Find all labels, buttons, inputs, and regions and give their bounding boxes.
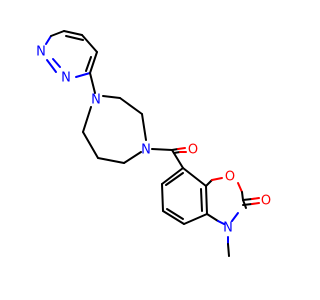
bond xyxy=(205,179,213,187)
atom-label-n: N xyxy=(91,93,101,108)
atom-label-n: N xyxy=(223,221,233,236)
bond xyxy=(50,30,65,37)
bond xyxy=(89,72,96,94)
bond xyxy=(123,151,142,164)
bond xyxy=(119,97,143,115)
bond xyxy=(82,131,99,159)
bond xyxy=(165,172,184,186)
bond xyxy=(227,243,230,257)
bond xyxy=(161,183,164,212)
bond xyxy=(102,95,121,99)
molecule-structure: N N N N O O O N xyxy=(36,30,271,257)
atom-labels: N N N N O O O N xyxy=(36,45,271,236)
bond xyxy=(200,188,203,212)
atom-label-n: N xyxy=(61,71,71,86)
bond xyxy=(75,72,91,78)
bond xyxy=(52,58,61,68)
bond xyxy=(182,167,207,187)
bond xyxy=(251,202,260,205)
bond xyxy=(217,220,225,225)
bond xyxy=(251,197,260,200)
bond xyxy=(173,151,181,154)
bond xyxy=(81,34,98,53)
bond xyxy=(205,185,208,215)
atom-label-o: O xyxy=(261,194,271,209)
bond xyxy=(206,213,219,222)
atom-label-n: N xyxy=(141,143,151,158)
bond xyxy=(45,35,52,45)
bond xyxy=(171,149,184,169)
bond xyxy=(46,59,57,73)
atom-label-o: O xyxy=(188,143,198,158)
bond xyxy=(237,182,243,193)
bond xyxy=(141,113,147,141)
bond xyxy=(177,147,186,150)
bond xyxy=(63,30,83,36)
bond xyxy=(231,212,239,222)
bond xyxy=(242,203,253,206)
bond xyxy=(89,51,98,74)
bond xyxy=(97,157,125,164)
bond xyxy=(166,208,184,220)
bond xyxy=(85,56,92,72)
bonds xyxy=(45,30,260,257)
bond xyxy=(161,167,184,185)
atom-label-o: O xyxy=(225,170,235,185)
bond xyxy=(242,198,253,201)
bond xyxy=(65,35,84,41)
bond xyxy=(82,106,92,133)
bond xyxy=(183,213,208,225)
bond xyxy=(211,177,223,181)
bond xyxy=(162,210,185,225)
bond xyxy=(241,191,244,201)
atom-label-n: N xyxy=(36,45,46,60)
bond xyxy=(151,148,173,151)
